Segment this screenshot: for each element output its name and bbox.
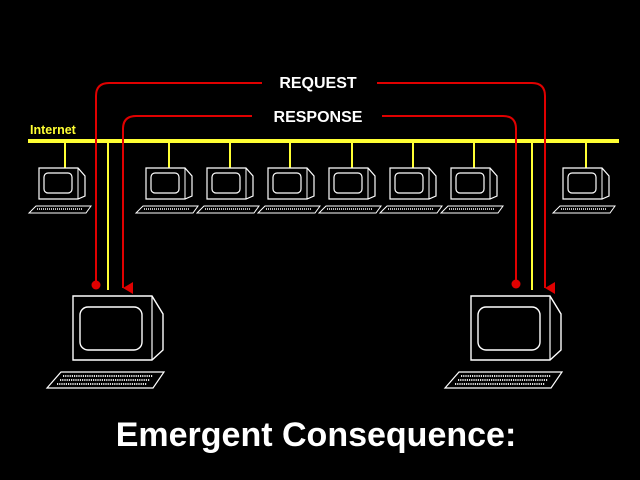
small-computer-8 <box>552 167 616 214</box>
small-computer-1 <box>28 167 92 214</box>
slide-caption: Emergent Consequence: <box>116 416 517 454</box>
request-arrow <box>95 82 545 288</box>
small-computer-drops <box>64 141 587 168</box>
small-computer-6 <box>379 167 443 214</box>
small-computer-2 <box>135 167 199 214</box>
response-origin-dot <box>511 279 521 289</box>
small-computer-3 <box>196 167 260 214</box>
response-arrow <box>123 115 517 288</box>
server-computer <box>444 295 563 389</box>
internet-label: Internet <box>30 123 77 137</box>
small-computer-5 <box>318 167 382 214</box>
small-computer-4 <box>257 167 321 214</box>
small-computer-7 <box>440 167 504 214</box>
request-label: REQUEST <box>279 75 357 92</box>
response-label: RESPONSE <box>274 109 363 126</box>
client-computer <box>46 295 165 389</box>
request-origin-dot <box>91 280 101 290</box>
